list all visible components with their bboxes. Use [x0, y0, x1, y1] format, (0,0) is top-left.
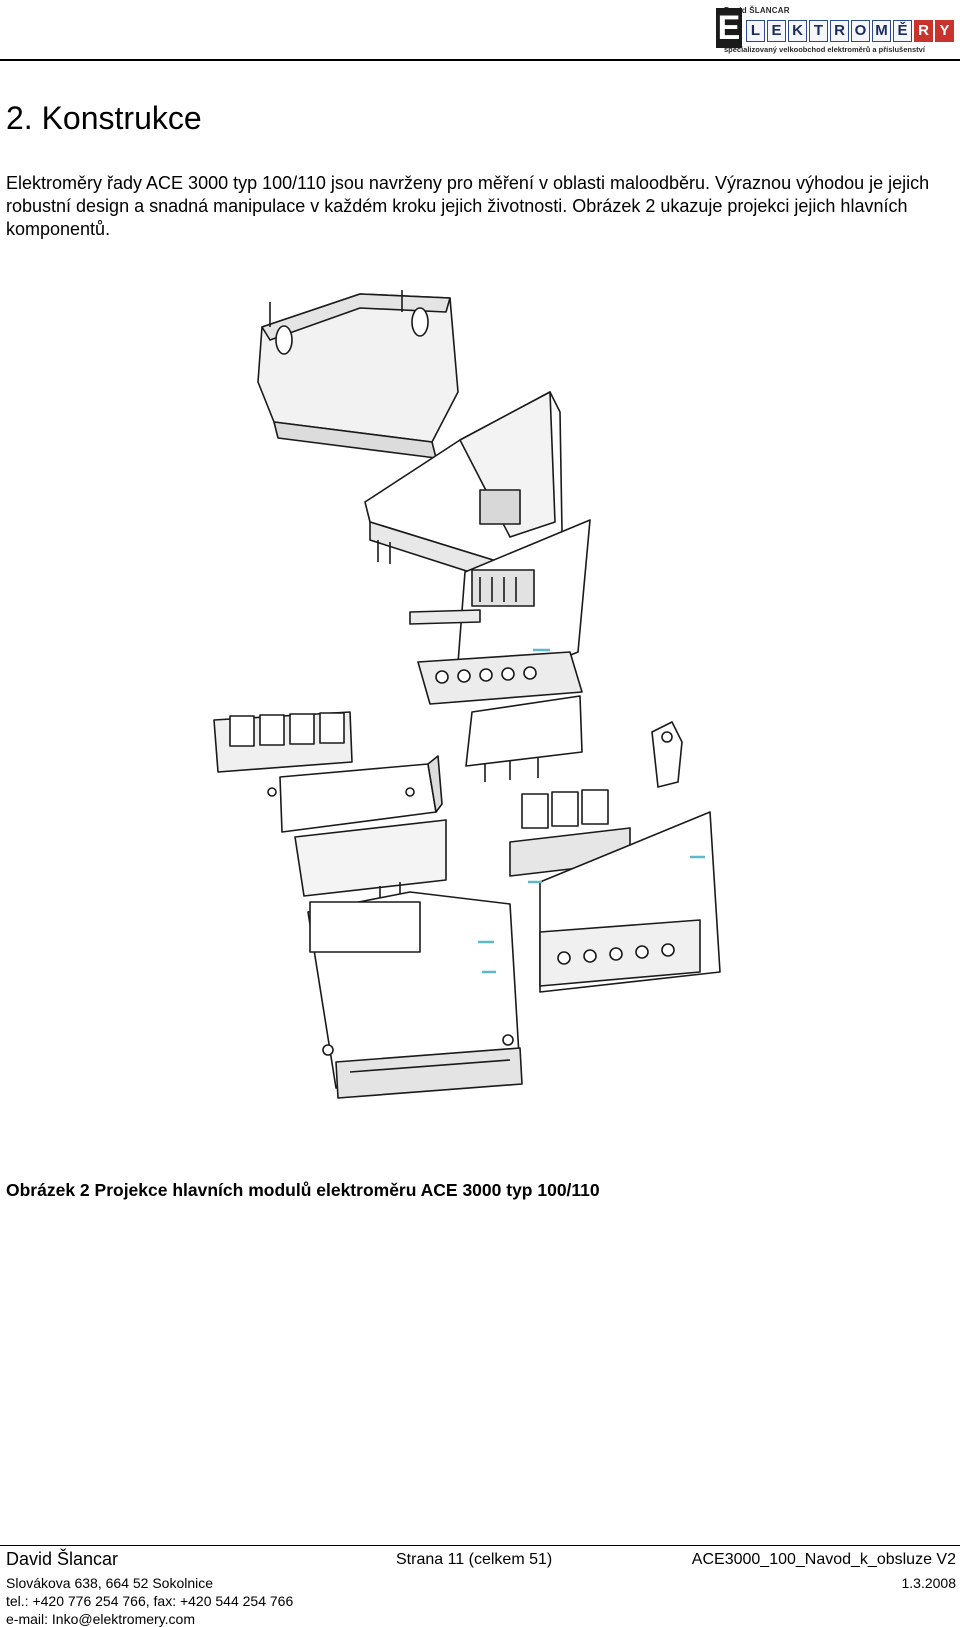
logo-letter: E: [767, 20, 786, 42]
measurement-board: [465, 695, 583, 782]
logo-letter: O: [851, 20, 870, 42]
footer-page-number: Strana 11 (celkem 51): [396, 1551, 553, 1568]
mounting-bracket: [267, 755, 443, 833]
footer-address: Slovákova 638, 664 52 Sokolnice: [6, 1575, 214, 1591]
company-logo: David ŠLANCAR E L E K T R O M Ě R Y spec…: [716, 4, 954, 56]
footer-phone: tel.: +420 776 254 766, fax: +420 544 25…: [6, 1593, 294, 1609]
logo-tagline: specializovaný velkoobchod elektroměrů a…: [724, 45, 925, 54]
logo-letter: Ě: [893, 20, 912, 42]
terminal-housing: [364, 391, 563, 593]
footer-divider: [0, 1545, 960, 1546]
logo-letter: K: [788, 20, 807, 42]
logo-letter: T: [809, 20, 828, 42]
right-base: [539, 811, 721, 993]
footer-date: 1.3.2008: [901, 1575, 957, 1591]
current-terminal-block: [213, 711, 353, 773]
section-title: 2. Konstrukce: [6, 100, 202, 136]
terminal-row: [417, 651, 583, 705]
exploded-view-illustration: [213, 290, 721, 1099]
meter-base-housing: [307, 891, 523, 1099]
header-divider: [0, 59, 960, 61]
logo-initial: E: [716, 8, 742, 48]
meter-cover: [257, 290, 459, 459]
logo-letter: L: [746, 20, 765, 42]
logo-wordmark: L E K T R O M Ě R Y: [746, 20, 954, 42]
footer-email[interactable]: e-mail: Inko@elektromery.com: [6, 1611, 195, 1627]
footer-document-id: ACE3000_100_Navod_k_obsluze V2: [691, 1551, 956, 1568]
base-plate: [294, 819, 447, 902]
logo-letter-highlight: R: [914, 20, 933, 42]
relay-module: [509, 789, 631, 877]
logo-letter-highlight: Y: [935, 20, 954, 42]
logo-owner-name: David ŠLANCAR: [724, 6, 790, 15]
intro-paragraph: Elektroměry řady ACE 3000 typ 100/110 js…: [6, 173, 930, 239]
footer-author: David Šlancar: [6, 1549, 119, 1569]
guide-marks: [478, 648, 705, 974]
logo-letter: R: [830, 20, 849, 42]
logo-letter: M: [872, 20, 891, 42]
figure-caption: Obrázek 2 Projekce hlavních modulů elekt…: [6, 1180, 600, 1200]
sealing-clip: [651, 721, 683, 788]
